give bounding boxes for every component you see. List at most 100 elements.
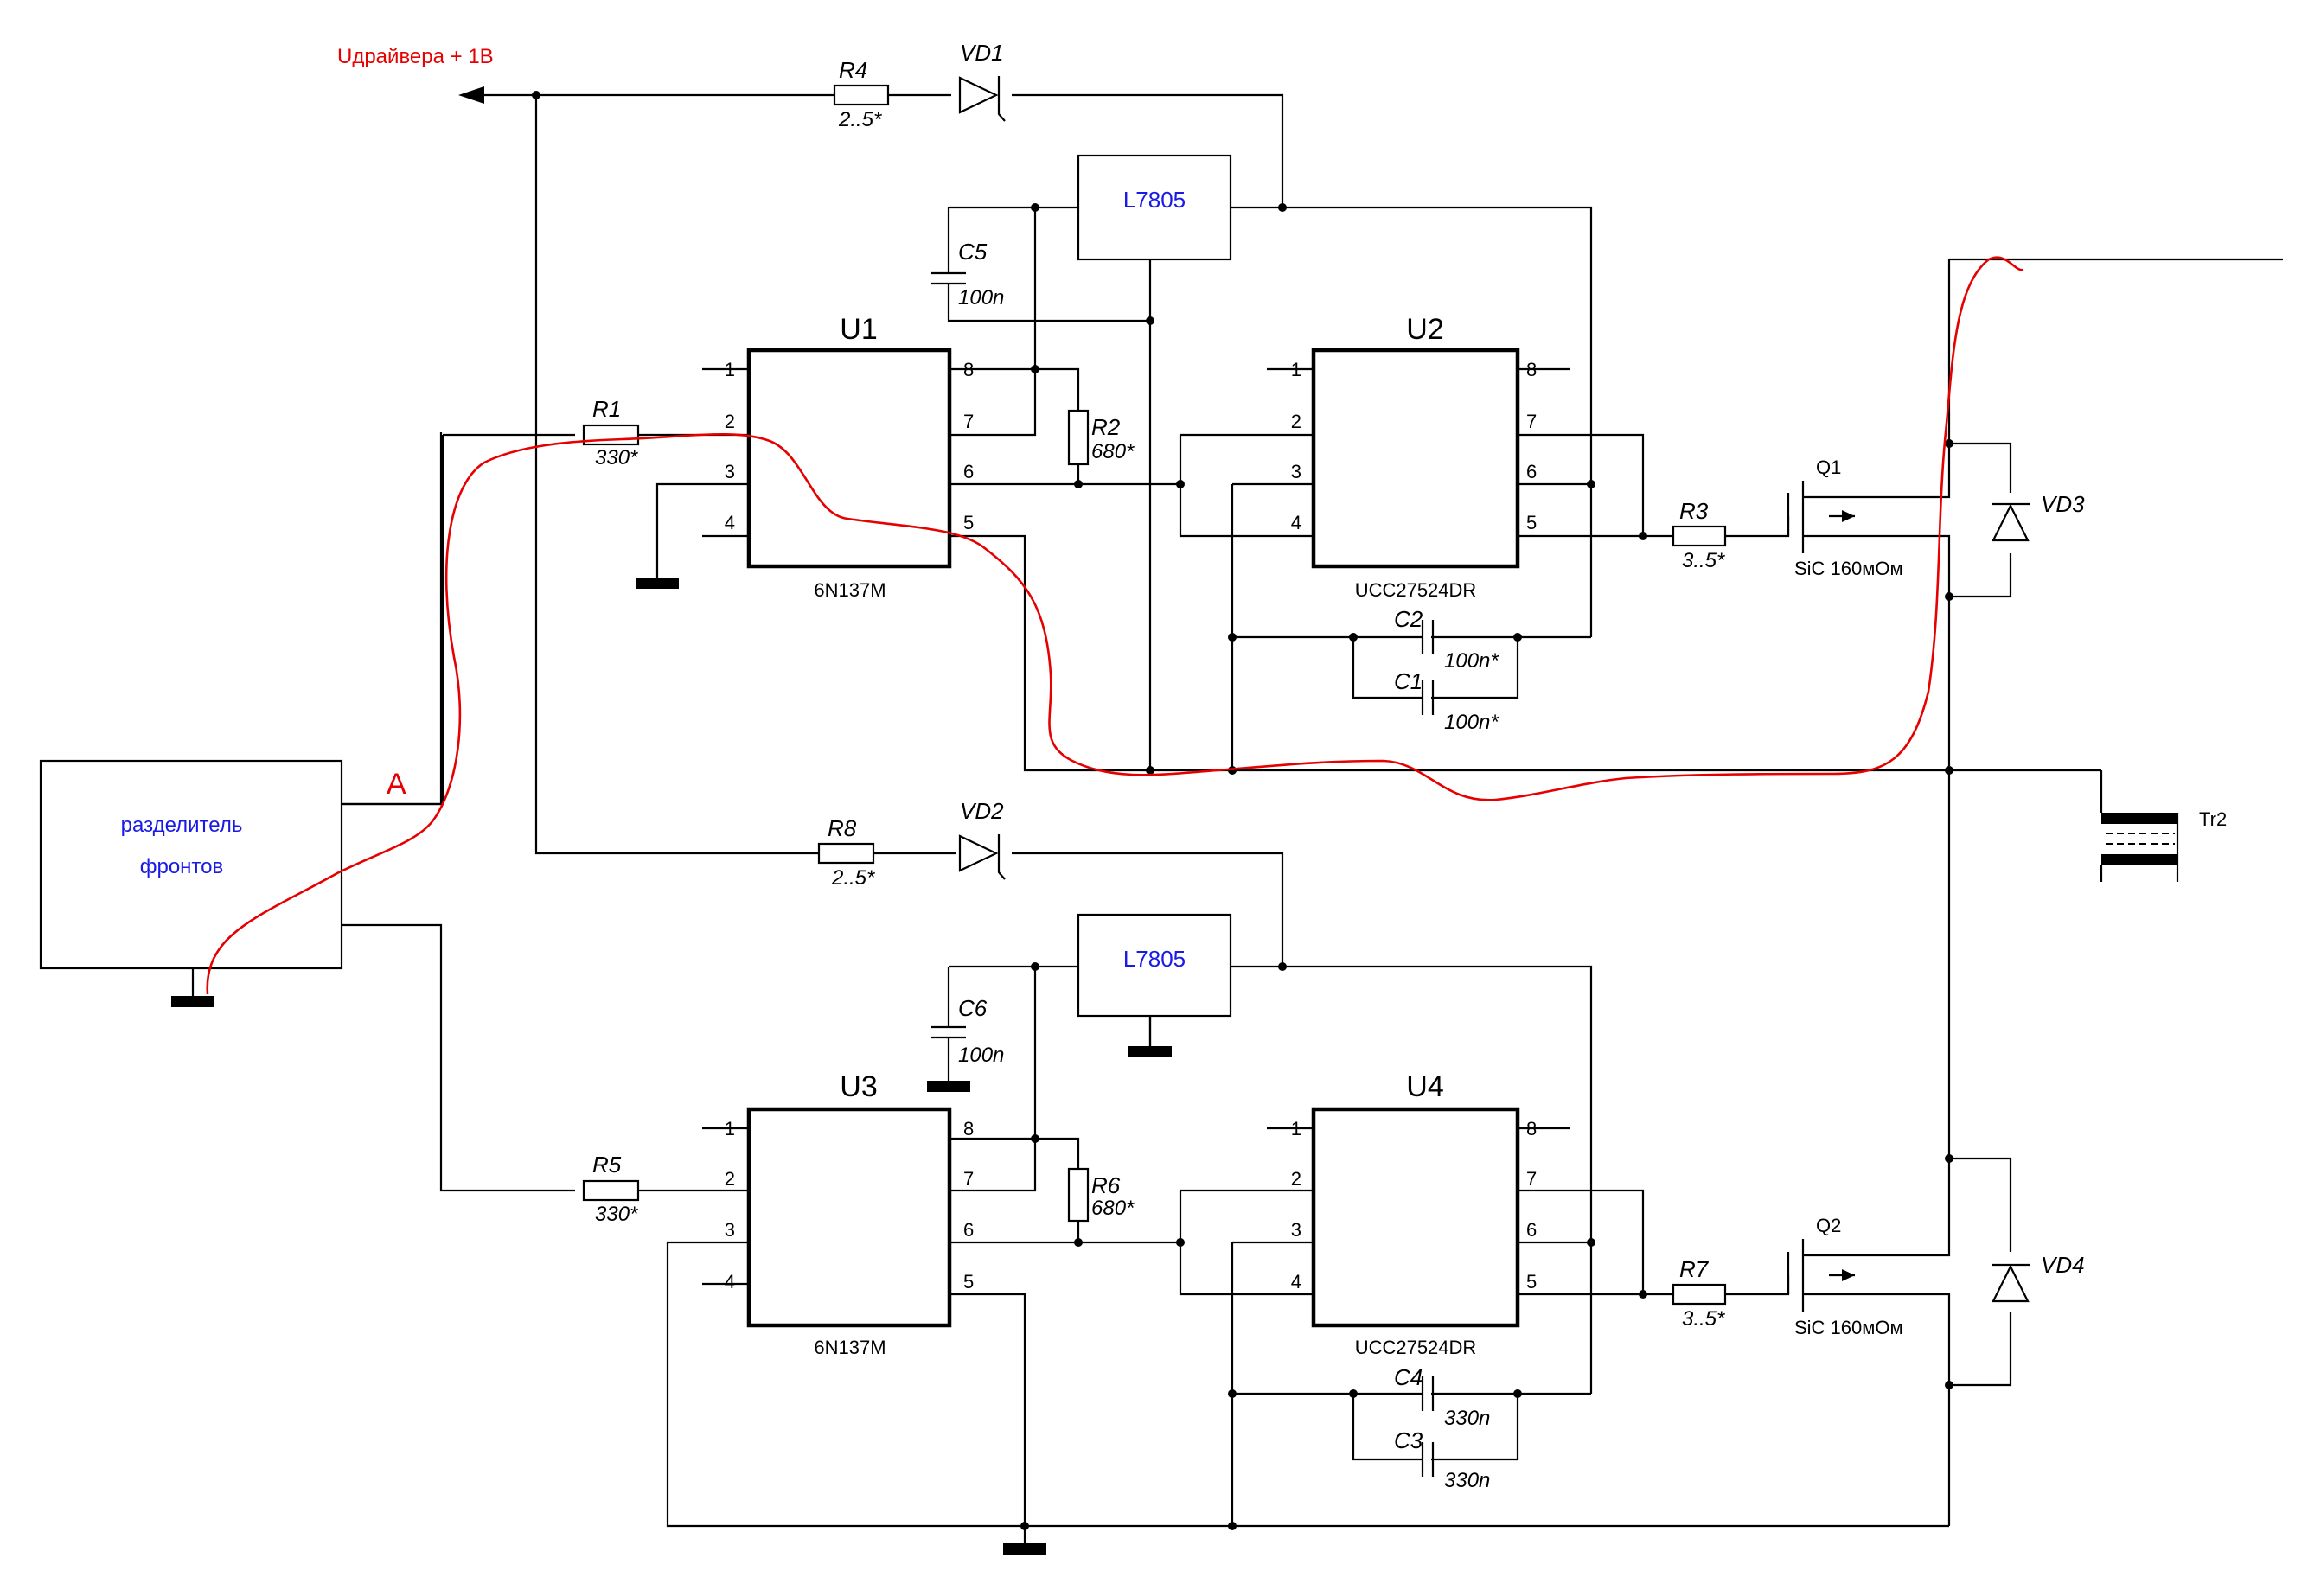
chip-u4: U4 UCC27524DR 1 2 3 4 8 7 6 5 (1291, 1070, 1538, 1358)
r3-ref: R3 (1679, 498, 1709, 524)
regulator-bottom: L7805 (1077, 913, 1232, 1018)
u3-pin-1: 1 (725, 1118, 735, 1140)
u4-ref: U4 (1406, 1070, 1443, 1103)
c4-value: 330n (1444, 1407, 1490, 1430)
chip-u1: U1 6N137M 1 2 3 4 8 7 6 5 (725, 313, 975, 601)
c2-value: 100n* (1444, 649, 1499, 673)
vd3-ref: VD3 (2041, 491, 2085, 517)
u4-part: UCC27524DR (1355, 1337, 1477, 1358)
resistor-r1: R1 330* (582, 396, 640, 469)
ground-icon (1128, 1046, 1172, 1057)
r8-value: 2..5* (831, 866, 875, 890)
u3-part: 6N137M (814, 1337, 885, 1358)
diode-vd3: VD3 (1992, 491, 2085, 542)
u3-pin-4: 4 (725, 1271, 735, 1293)
u3-ref: U3 (840, 1070, 877, 1103)
ground-icon (636, 578, 679, 589)
u4-pin-6: 6 (1526, 1219, 1537, 1241)
u1-pin-5: 5 (963, 512, 974, 533)
capacitor-c4: C4 330n (1394, 1364, 1490, 1430)
c1-value: 100n* (1444, 711, 1499, 734)
r7-value: 3..5* (1682, 1307, 1725, 1331)
diode-vd4: VD4 (1992, 1252, 2085, 1303)
u1-ref: U1 (840, 313, 877, 346)
u1-part: 6N137M (814, 579, 885, 601)
u1-pin-7: 7 (963, 411, 974, 432)
r6-value: 680* (1091, 1197, 1135, 1220)
q1-ref: Q1 (1816, 456, 1841, 478)
ground-icon (171, 996, 214, 1007)
u2-pin-1: 1 (1291, 359, 1301, 380)
u2-pin-2: 2 (1291, 411, 1301, 432)
c5-value: 100n (958, 286, 1004, 310)
capacitor-c6: C6 100n (931, 995, 1004, 1067)
u4-pin-7: 7 (1526, 1168, 1537, 1190)
resistor-r4: R4 2..5* (833, 57, 890, 131)
resistor-r7: R7 3..5* (1672, 1256, 1727, 1331)
u4-pin-1: 1 (1291, 1118, 1301, 1140)
r4-ref: R4 (839, 57, 867, 83)
u1-pin-2: 2 (725, 411, 735, 432)
r8-ref: R8 (828, 815, 857, 841)
junctions (532, 91, 1953, 1530)
supply-arrow-icon (458, 86, 484, 104)
diode-vd1-ref: VD1 (960, 40, 1004, 66)
u3-pin-5: 5 (963, 1271, 974, 1293)
u3-pin-7: 7 (963, 1168, 974, 1190)
capacitor-c3: C3 330n (1394, 1427, 1490, 1492)
regulator-top-label: L7805 (1123, 187, 1186, 213)
node-a-label: A (387, 768, 406, 801)
q1-part: SiC 160мОм (1794, 558, 1903, 579)
r5-value: 330* (595, 1203, 638, 1226)
splitter-line1: разделитель (121, 814, 243, 837)
regulator-bottom-label: L7805 (1123, 946, 1186, 972)
diode-vd1: VD1 (958, 40, 1006, 122)
transformer-tr2: Tr2 (2101, 808, 2227, 882)
u2-pin-7: 7 (1526, 411, 1537, 432)
transistor-q2: Q2 SiC 160мОм (1787, 1215, 1903, 1338)
r4-value: 2..5* (838, 108, 882, 131)
capacitor-c1: C1 100n* (1394, 668, 1499, 734)
resistor-r5: R5 330* (582, 1152, 640, 1226)
c2-ref: C2 (1394, 606, 1423, 632)
resistor-r3: R3 3..5* (1672, 498, 1727, 572)
u2-pin-8: 8 (1526, 359, 1537, 380)
u4-pin-3: 3 (1291, 1219, 1301, 1241)
ground-icon (1003, 1543, 1046, 1555)
u3-pin-2: 2 (725, 1168, 735, 1190)
u3-pin-3: 3 (725, 1219, 735, 1241)
u4-pin-2: 2 (1291, 1168, 1301, 1190)
r6-ref: R6 (1091, 1172, 1121, 1198)
r7-ref: R7 (1679, 1256, 1710, 1282)
u4-pin-5: 5 (1526, 1271, 1537, 1293)
u4-pin-4: 4 (1291, 1271, 1301, 1293)
u3-pin-8: 8 (963, 1118, 974, 1140)
chip-u3: U3 6N137M 1 2 3 4 8 7 6 5 (725, 1070, 975, 1358)
chip-u2: U2 UCC27524DR 1 2 3 4 8 7 6 5 (1291, 313, 1538, 601)
r1-ref: R1 (592, 396, 621, 422)
u2-pin-6: 6 (1526, 461, 1537, 482)
diode-vd2-ref: VD2 (960, 798, 1004, 824)
c5-ref: C5 (958, 239, 988, 265)
r2-ref: R2 (1091, 414, 1121, 440)
u2-pin-3: 3 (1291, 461, 1301, 482)
u3-pin-6: 6 (963, 1219, 974, 1241)
u2-pin-4: 4 (1291, 512, 1301, 533)
tr2-label: Tr2 (2199, 808, 2227, 830)
c6-value: 100n (958, 1044, 1004, 1067)
r1-value: 330* (595, 446, 638, 469)
transistor-q1: Q1 SiC 160мОм (1787, 456, 1903, 579)
r5-ref: R5 (592, 1152, 622, 1178)
u4-pin-8: 8 (1526, 1118, 1537, 1140)
r3-value: 3..5* (1682, 549, 1725, 572)
c4-ref: C4 (1394, 1364, 1423, 1390)
u1-pin-3: 3 (725, 461, 735, 482)
resistor-r8: R8 2..5* (817, 815, 875, 890)
capacitor-c2: C2 100n* (1394, 606, 1499, 673)
c3-value: 330n (1444, 1469, 1490, 1492)
c6-ref: C6 (958, 995, 988, 1021)
splitter-line2: фронтов (140, 855, 224, 878)
u2-pin-5: 5 (1526, 512, 1537, 533)
ground-icon (927, 1081, 970, 1092)
